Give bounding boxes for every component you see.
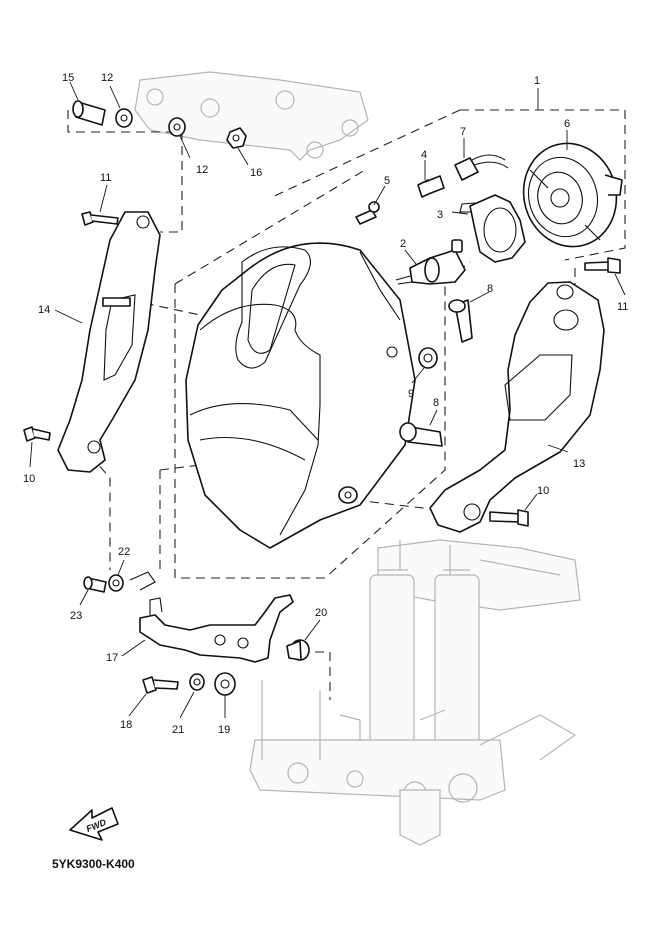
damper-19 [214, 672, 236, 696]
callout-9: 9 [408, 388, 414, 400]
callout-16: 16 [250, 167, 262, 179]
callout-14: 14 [38, 304, 50, 316]
damper-part-9 [418, 347, 438, 369]
callout-22: 22 [118, 546, 130, 558]
callout-23: 23 [70, 610, 82, 622]
bolt-11-left [81, 211, 119, 226]
bolt-10-right [489, 509, 529, 527]
callout-15: 15 [62, 72, 74, 84]
callout-11-right: 11 [617, 301, 628, 313]
lower-bracket [129, 571, 294, 663]
bolt-18 [142, 676, 179, 694]
headlight-unit [522, 142, 623, 248]
bolt-10-left [23, 426, 51, 442]
callout-10-right: 10 [537, 485, 549, 497]
headlight-bulb [395, 239, 466, 285]
callout-8-lower: 8 [433, 397, 439, 409]
callout-5: 5 [384, 175, 390, 187]
callout-19: 19 [218, 724, 230, 736]
callout-labels: 1 2 3 4 5 6 7 8 8 9 10 10 11 11 12 12 13… [23, 72, 628, 736]
callout-6: 6 [564, 118, 570, 130]
socket-cord [454, 154, 509, 181]
callout-3: 3 [437, 209, 443, 221]
callout-21: 21 [172, 724, 184, 736]
collar-23 [83, 576, 107, 593]
callout-20: 20 [315, 607, 327, 619]
position-bulb [417, 175, 445, 198]
bulb-retaining-ring [459, 194, 526, 263]
callout-10-left: 10 [23, 473, 35, 485]
callout-12-upper: 12 [101, 72, 113, 84]
collar-15 [72, 100, 106, 126]
stay-left [57, 211, 161, 473]
screw-part-5 [355, 201, 380, 225]
bolt-11-right [584, 257, 621, 274]
callout-7: 7 [460, 126, 466, 138]
grommet-upper [448, 299, 473, 343]
callout-1: 1 [534, 75, 540, 87]
headlight-cowl [185, 242, 416, 549]
forward-direction-arrow: FWD [69, 807, 119, 841]
callout-18: 18 [120, 719, 132, 731]
collar-12-lower [168, 117, 186, 137]
callout-4: 4 [421, 149, 427, 161]
washer-22 [108, 574, 124, 592]
frame-ghost-outline [249, 539, 581, 846]
collar-12-upper [115, 108, 133, 128]
callout-leader-lines [29, 81, 626, 719]
stay-right [429, 281, 605, 533]
grommet-lower [399, 422, 443, 447]
callout-8-upper: 8 [487, 283, 493, 295]
washer-21 [189, 673, 205, 691]
diagram-code: 5YK9300-K400 [52, 857, 135, 871]
callout-13: 13 [573, 458, 585, 470]
collar-20 [286, 639, 310, 661]
callout-12-lower: 12 [196, 164, 208, 176]
callout-2: 2 [400, 238, 406, 250]
callout-17: 17 [106, 652, 118, 664]
nut-16 [226, 127, 247, 149]
upper-bracket-ghost [134, 71, 369, 161]
callout-11-left: 11 [100, 172, 111, 184]
